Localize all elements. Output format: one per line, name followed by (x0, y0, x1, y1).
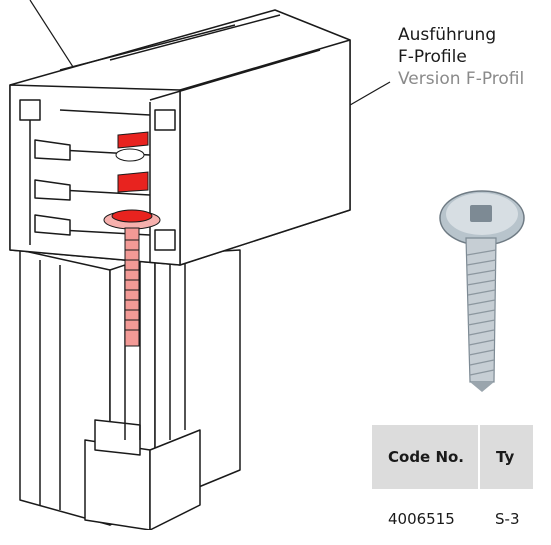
vertical-profile (19, 249, 241, 530)
table-header-row: Code No. Ty (372, 425, 535, 489)
screw-illustration (439, 190, 525, 392)
profile-connection-figure (9, 0, 525, 530)
header-type: Ty (479, 425, 535, 489)
table-row: 4006515 S-3 (372, 489, 534, 545)
cell-code: 4006515 (388, 510, 455, 528)
label-german-line2: F-Profile (398, 47, 467, 67)
connector-element (103, 131, 161, 347)
figure-label: Ausführung F-Profile Version F-Profil (398, 24, 524, 90)
product-table: Code No. Ty 4006515 S-3 (372, 425, 551, 545)
label-german-line1: Ausführung (398, 25, 497, 45)
cell-type: S-3 (495, 510, 520, 528)
header-code-no: Code No. (372, 425, 481, 489)
label-english: Version F-Profil (398, 69, 525, 89)
